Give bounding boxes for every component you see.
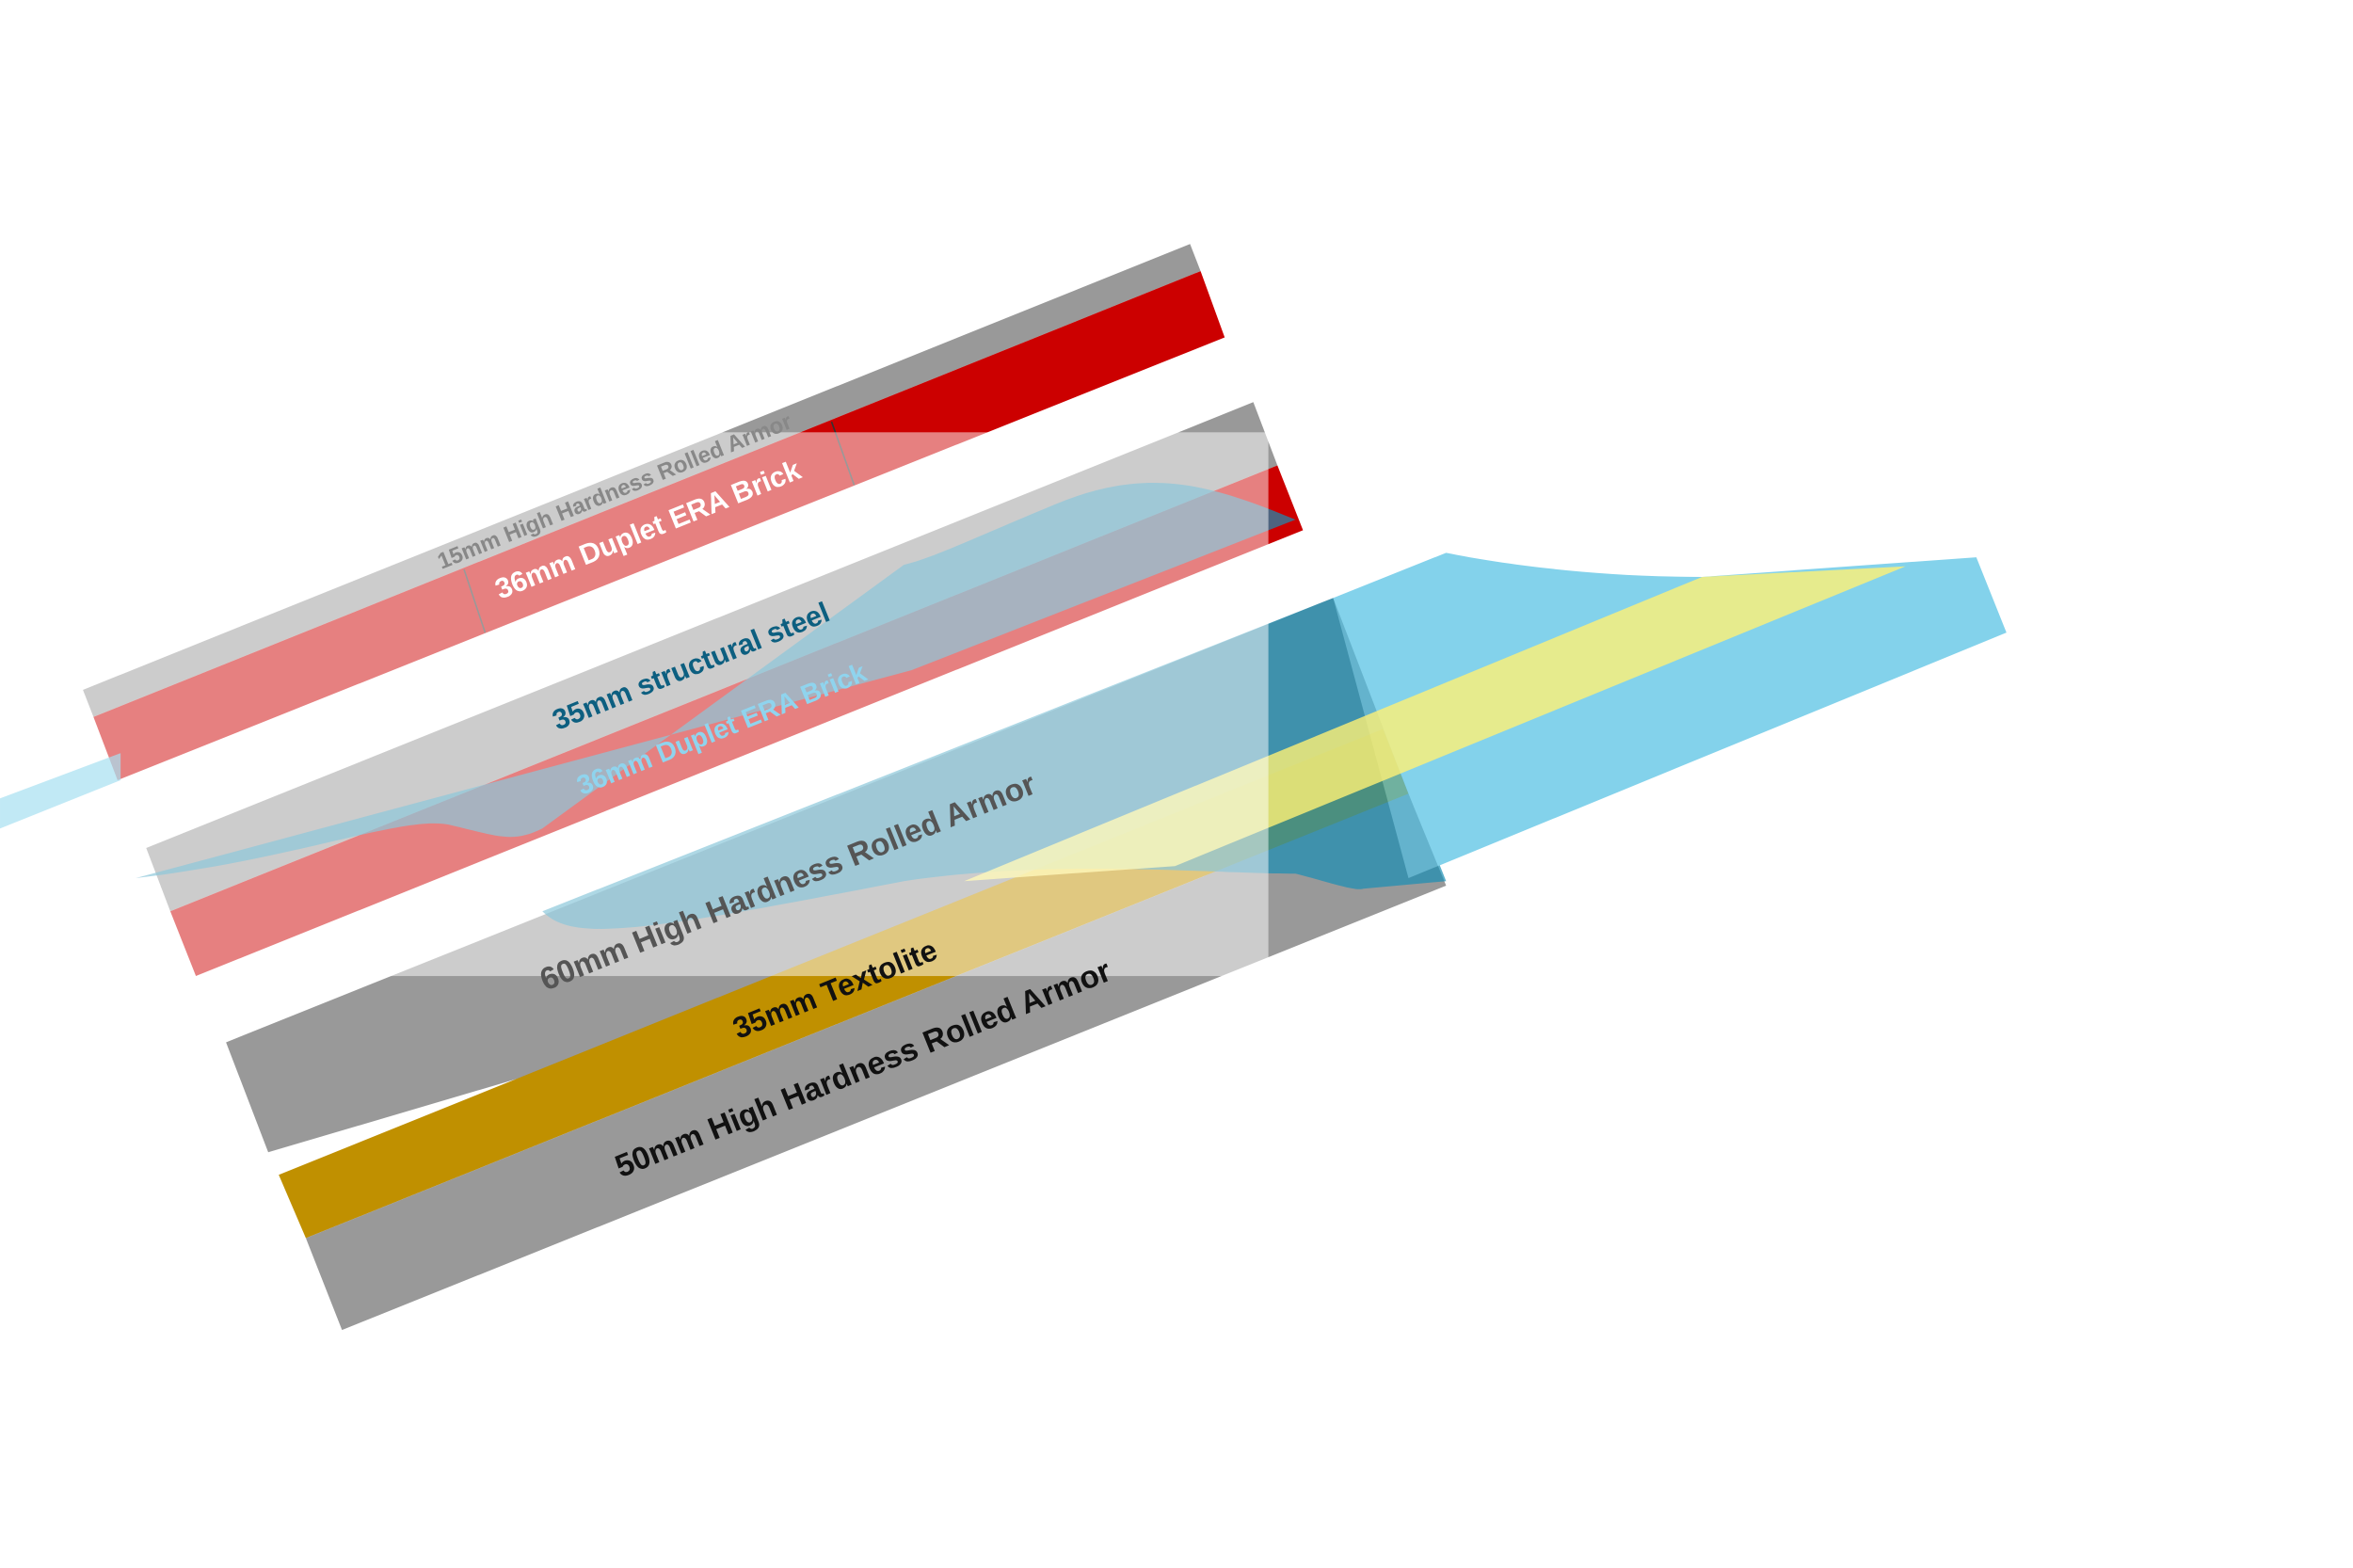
fade-overlay	[0, 432, 1269, 977]
